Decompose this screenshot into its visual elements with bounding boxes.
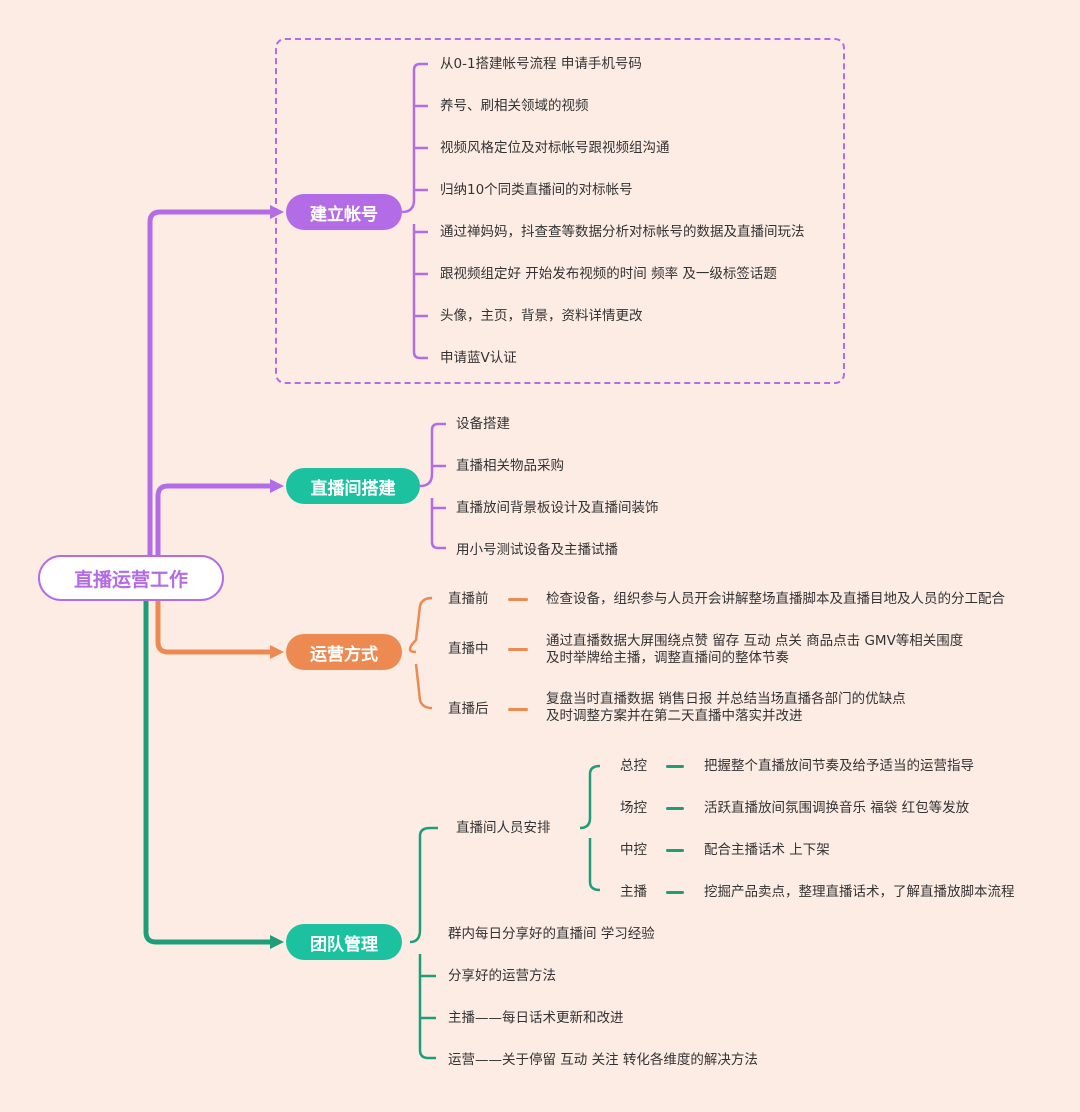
brace-team	[409, 826, 438, 1060]
arrow-operation	[270, 645, 284, 659]
staff-role-dash	[666, 807, 684, 810]
staff-role-label: 总控	[620, 758, 647, 774]
brace-studio	[419, 422, 446, 550]
staff-role-desc: 挖掘产品卖点，整理直播话术，了解直播放脚本流程	[704, 884, 1015, 900]
team-item: 主播——每日话术更新和改进	[448, 1010, 624, 1026]
staff-role-dash	[666, 849, 684, 852]
trunk-team	[143, 600, 270, 945]
staff-role-desc: 把握整个直播放间节奏及给予适当的运营指导	[704, 758, 974, 774]
arrow-team	[270, 935, 284, 949]
staff-role-dash	[666, 765, 684, 768]
brace-account	[401, 62, 428, 360]
arrow-account	[270, 205, 284, 219]
account-item: 从0-1搭建帐号流程 申请手机号码	[440, 56, 642, 72]
staff-role-desc: 配合主播话术 上下架	[704, 842, 830, 858]
root-node[interactable]: 直播运营工作	[38, 555, 224, 601]
account-item: 申请蓝V认证	[440, 350, 517, 366]
staff-role-dash	[666, 891, 684, 894]
operation-stage-desc: 复盘当时直播数据 销售日报 并总结当场直播各部门的优缺点	[546, 691, 906, 707]
branch-operation[interactable]: 运营方式	[286, 634, 402, 670]
operation-stage-label: 直播后	[448, 701, 489, 717]
operation-dash	[508, 708, 528, 711]
account-item: 头像，主页，背景，资料详情更改	[440, 308, 643, 324]
staff-role-label: 中控	[620, 842, 647, 858]
operation-stage-desc: 通过直播数据大屏围绕点赞 留存 互动 点关 商品点击 GMV等相关围度	[546, 633, 964, 649]
operation-stage-desc: 及时举牌给主播，调整直播间的整体节奏	[546, 650, 789, 666]
team-item: 运营——关于停留 互动 关注 转化各维度的解决方法	[448, 1052, 758, 1068]
branch-account[interactable]: 建立帐号	[286, 194, 402, 230]
team-item: 分享好的运营方法	[448, 968, 556, 984]
studio-item: 直播相关物品采购	[456, 458, 564, 474]
operation-stage-desc: 及时调整方案并在第二天直播中落实并改进	[546, 708, 803, 724]
staff-role-desc: 活跃直播放间氛围调换音乐 福袋 红包等发放	[704, 800, 970, 816]
account-group-box	[275, 38, 845, 384]
team-item: 群内每日分享好的直播间 学习经验	[448, 926, 655, 942]
trunk-studio	[155, 483, 270, 560]
studio-item: 设备搭建	[456, 416, 510, 432]
staff-role-label: 场控	[620, 800, 647, 816]
account-item: 跟视频组定好 开始发布视频的时间 频率 及一级标签话题	[440, 266, 777, 282]
brace-operation	[408, 596, 433, 710]
operation-stage-label: 直播中	[448, 641, 489, 657]
trunk-account	[147, 209, 270, 560]
operation-dash	[508, 648, 528, 651]
operation-stage-desc: 检查设备，组织参与人员开会讲解整场直播脚本及直播目地及人员的分工配合	[546, 591, 1005, 607]
brace-staffing	[579, 764, 601, 892]
studio-item: 直播放间背景板设计及直播间装饰	[456, 500, 659, 516]
studio-item: 用小号测试设备及主播试播	[456, 542, 618, 558]
account-item: 归纳10个同类直播间的对标帐号	[440, 182, 633, 198]
account-item: 视频风格定位及对标帐号跟视频组沟通	[440, 140, 670, 156]
arrow-studio	[270, 479, 284, 493]
operation-stage-label: 直播前	[448, 591, 489, 607]
staff-role-label: 主播	[620, 884, 647, 900]
branch-studio[interactable]: 直播间搭建	[286, 468, 420, 504]
trunk-operation	[155, 600, 270, 655]
account-item: 通过禅妈妈，抖查查等数据分析对标帐号的数据及直播间玩法	[440, 224, 805, 240]
operation-dash	[508, 598, 528, 601]
branch-team[interactable]: 团队管理	[286, 924, 402, 960]
team-staffing-label: 直播间人员安排	[456, 820, 551, 836]
account-item: 养号、刷相关领域的视频	[440, 98, 589, 114]
